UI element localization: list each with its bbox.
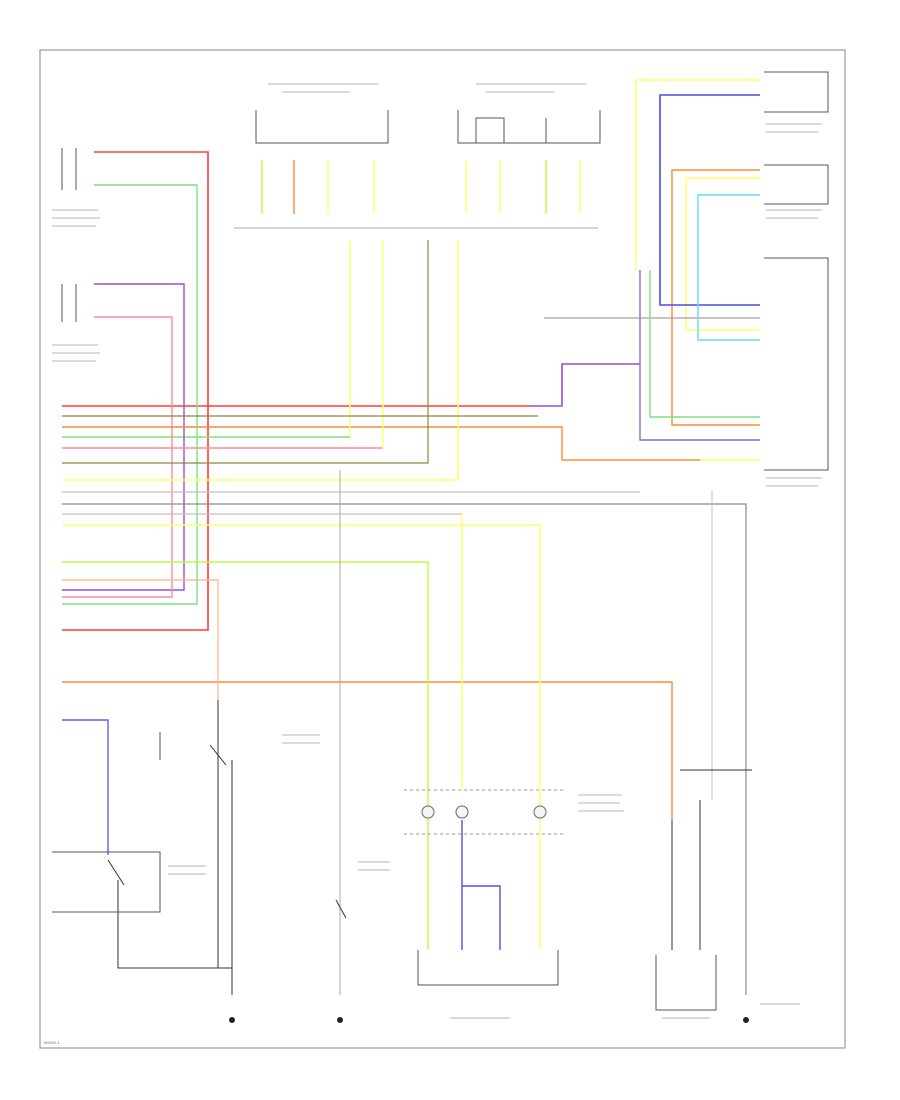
top-left-connector-block — [255, 110, 389, 144]
wire-yellow-5 — [62, 240, 459, 481]
wire-violet-left — [62, 283, 185, 591]
indicator-lamps — [421, 805, 547, 819]
top-right-connector-block — [457, 110, 601, 144]
wire-green-left — [62, 184, 198, 605]
wire-green-right — [649, 270, 760, 418]
ground-symbols — [229, 1017, 749, 1023]
lower-switch-boxes — [52, 732, 717, 1011]
wire-gray-2 — [62, 503, 747, 995]
wire-orange-bus — [62, 426, 700, 461]
faint-label-marks — [52, 83, 822, 1019]
left-switch-symbols — [61, 148, 77, 322]
wire-violet-bus — [530, 363, 640, 407]
wire-blue-left — [62, 719, 109, 855]
wire-blue-cluster-2 — [462, 885, 501, 950]
wire-salmon-left — [62, 579, 219, 700]
right-module-boxes — [764, 71, 829, 471]
wire-lightblue-right — [697, 194, 760, 341]
dark-switch-wires — [107, 700, 752, 995]
wire-blue-bus-right — [639, 270, 760, 441]
wire-yellow-right-top — [635, 79, 760, 270]
footer-code: W0000-1 — [44, 1041, 60, 1045]
wire-red-main — [62, 151, 209, 631]
wire-olive-bus — [62, 240, 429, 464]
wire-yellow-right-mid — [685, 177, 760, 331]
wire-yellowgreen-lower — [62, 561, 429, 950]
wire-orange-lower — [62, 681, 673, 820]
wire-pink-left — [62, 316, 173, 598]
wire-blue-right — [659, 94, 760, 306]
wire-orange-right — [671, 169, 760, 426]
diagram-frame — [39, 49, 846, 1049]
